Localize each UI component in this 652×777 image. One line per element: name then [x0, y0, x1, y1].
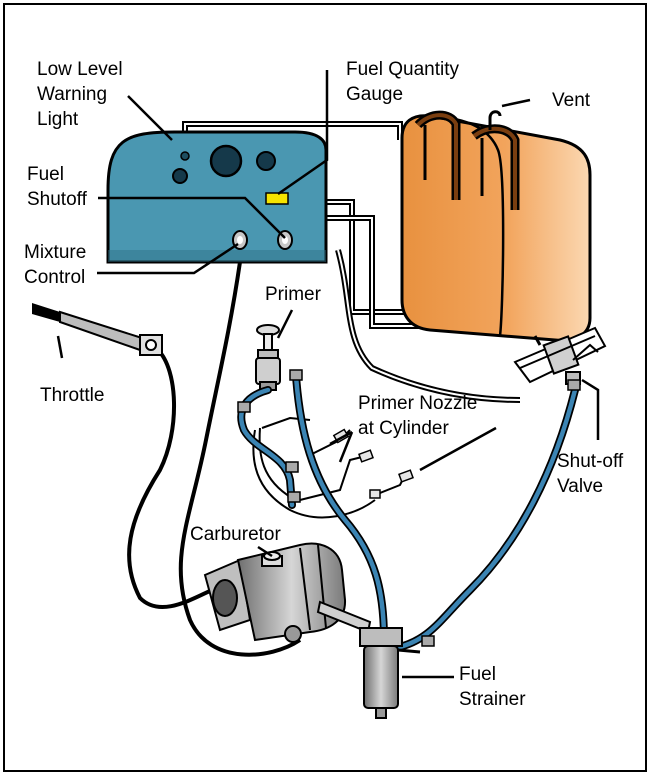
fuel-tank [400, 110, 592, 346]
label-carburetor: Carburetor [190, 524, 281, 545]
label-vent: Vent [552, 90, 591, 111]
label-fuel-strainer: Fuel Strainer [459, 664, 526, 710]
small-gauge-left-icon [172, 168, 188, 184]
vent-icon [488, 110, 502, 130]
large-gauge-icon [209, 144, 243, 178]
label-fuel-shutoff: Fuel Shutoff [27, 164, 87, 210]
label-low-level-warning-light: Low Level Warning Light [37, 59, 123, 130]
fuel-quantity-gauge-icon [265, 192, 289, 205]
label-fuel-quantity-gauge: Fuel Quantity Gauge [346, 59, 459, 105]
shutoff-valve [513, 326, 607, 385]
small-gauge-right-icon [256, 151, 276, 171]
carburetor [203, 542, 372, 643]
primer-nozzle-icons [332, 428, 414, 499]
throttle-handle[interactable] [32, 303, 163, 356]
fuel-lines [237, 369, 581, 652]
label-throttle: Throttle [40, 385, 105, 406]
label-mixture-control: Mixture Control [24, 242, 87, 288]
label-primer: Primer [265, 284, 321, 305]
label-shutoff-valve: Shut-off Valve [557, 451, 624, 497]
primer-pump[interactable] [255, 324, 281, 391]
label-primer-nozzle: Primer Nozzle at Cylinder [358, 393, 478, 439]
leader-lines [56, 70, 600, 679]
fuel-strainer [359, 627, 421, 719]
diagram-frame [3, 3, 647, 772]
low-level-warning-light-icon [180, 151, 190, 161]
